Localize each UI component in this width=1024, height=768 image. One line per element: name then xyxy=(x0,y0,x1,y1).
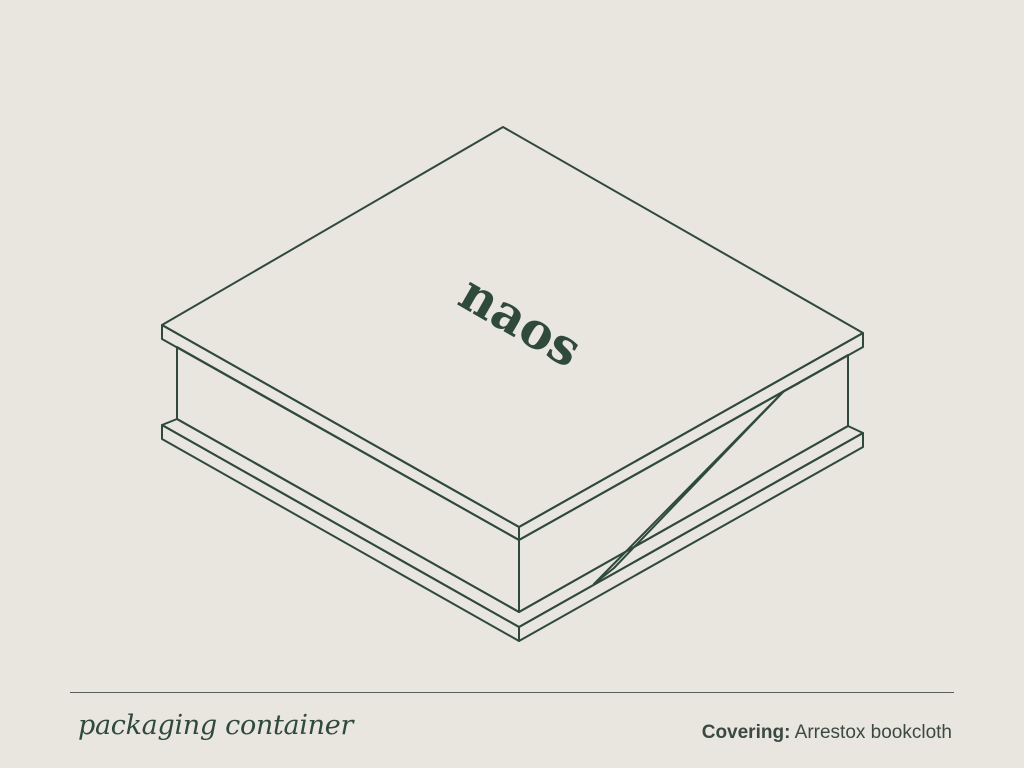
ribbon-bottom-edge xyxy=(593,567,615,585)
ribbon-diagonal-inner xyxy=(613,390,785,569)
base-left-edge xyxy=(161,424,520,642)
lid-right-edge xyxy=(518,332,864,541)
body-left-side xyxy=(176,346,520,613)
lid-left-edge xyxy=(161,324,520,541)
brand-mark: naos xyxy=(450,263,592,379)
footer-spec: Covering: Arrestox bookcloth xyxy=(702,722,952,744)
footer-title: packaging container xyxy=(78,710,354,741)
footer-divider xyxy=(70,692,954,693)
spec-value: Arrestox bookcloth xyxy=(794,722,952,743)
base-right-edge xyxy=(518,432,864,642)
spec-label: Covering: xyxy=(701,722,791,743)
